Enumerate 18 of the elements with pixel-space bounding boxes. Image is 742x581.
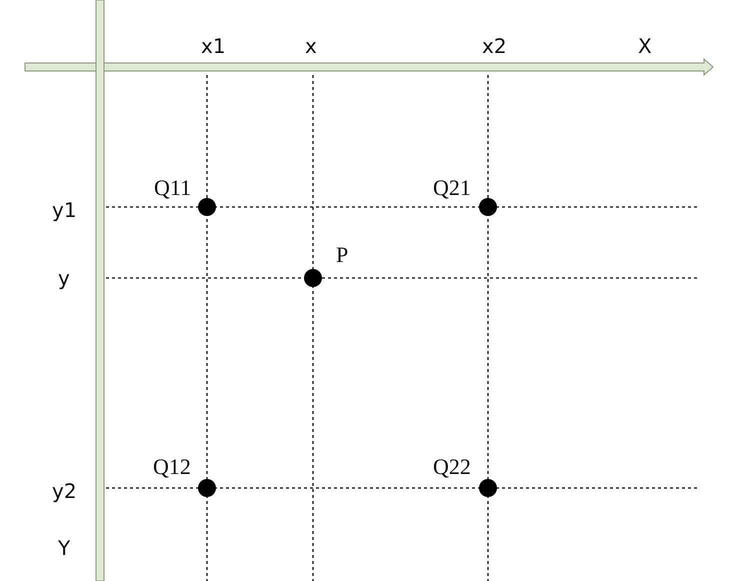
axis-label: x <box>305 36 317 56</box>
point-label: P <box>336 244 348 266</box>
axis-label: x2 <box>482 36 507 56</box>
point-marker <box>479 479 497 497</box>
axis-label: y <box>58 268 70 288</box>
point-label: Q22 <box>433 456 471 478</box>
point-label: Q21 <box>433 177 471 199</box>
axis-label: y2 <box>52 481 77 501</box>
point-label: Q12 <box>153 456 191 478</box>
axis-label: x1 <box>201 36 226 56</box>
point-marker <box>304 269 322 287</box>
point-label: Q11 <box>154 177 192 199</box>
point-marker <box>198 479 216 497</box>
point-marker <box>198 198 216 216</box>
point-marker <box>479 198 497 216</box>
axis-label: Y <box>58 538 70 558</box>
axis-label: y1 <box>52 200 77 220</box>
axis-label: X <box>638 36 652 56</box>
